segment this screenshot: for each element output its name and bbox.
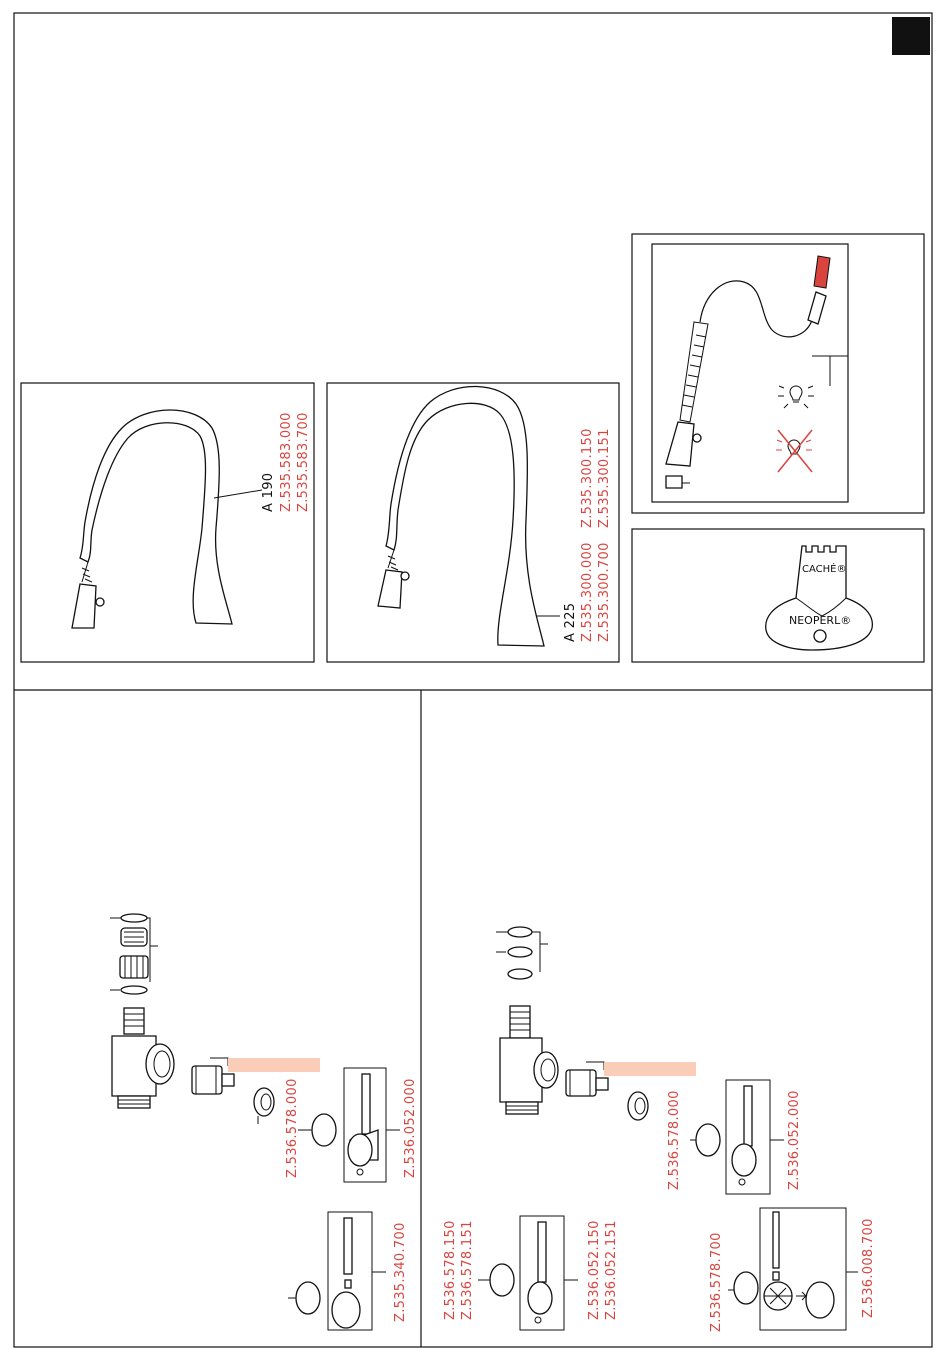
spout-a225-model: A 225	[563, 603, 578, 642]
spout-a190-drawing	[72, 410, 262, 628]
spout-a190-model: A 190	[261, 473, 276, 512]
right-variant-b-handle	[728, 1208, 858, 1330]
right-cartridge-code: Z.536.578.000	[667, 1090, 682, 1190]
left-alt-handle	[288, 1212, 386, 1330]
right-valve-body	[500, 1006, 558, 1114]
spout-a225-code-3: Z.535.300.150	[580, 428, 595, 528]
aerator-key-drawing	[766, 546, 873, 650]
aerator-key-top-text: CACHÉ®	[802, 562, 846, 575]
left-assembly: Z.536.578.000 Z.536.052.000 Z.535.340.70…	[110, 914, 418, 1330]
hose-drawing	[666, 256, 848, 488]
left-lever	[298, 1068, 400, 1182]
left-seal-stack	[110, 914, 158, 994]
spout-a225-code-1: Z.535.300.000	[580, 542, 595, 642]
hose-panel	[632, 234, 924, 513]
left-nut	[254, 1088, 274, 1124]
right-assembly: Z.536.578.000 Z.536.052.000 Z.536.578.15…	[443, 927, 876, 1332]
spout-a190-code-2: Z.535.583.700	[296, 412, 311, 512]
right-variant-b-cartridge-code: Z.536.578.700	[709, 1232, 724, 1332]
right-variant-a-cartridge-code-2: Z.536.578.151	[460, 1220, 475, 1320]
right-variant-b-lever-code: Z.536.008.700	[861, 1218, 876, 1318]
light-bulb-crossed-icon	[776, 430, 812, 472]
right-variant-a-lever-code-2: Z.536.052.151	[604, 1220, 619, 1320]
spout-a225-drawing	[378, 386, 560, 646]
left-alt-handle-code: Z.535.340.700	[393, 1222, 408, 1322]
right-lever-code: Z.536.052.000	[787, 1090, 802, 1190]
right-highlight-bar	[604, 1062, 696, 1076]
right-nut	[628, 1092, 648, 1120]
left-cartridge	[192, 1058, 320, 1094]
spout-a225-code-2: Z.535.300.700	[597, 542, 612, 642]
aerator-key-panel: CACHÉ® NEOPERL®	[632, 529, 924, 662]
right-variant-a-cartridge-code-1: Z.536.578.150	[443, 1220, 458, 1320]
right-lever	[690, 1080, 784, 1194]
spout-a190-panel: A 190 Z.535.583.000 Z.535.583.700	[21, 383, 314, 662]
left-highlight-bar	[228, 1058, 320, 1072]
right-variant-a-handle	[478, 1216, 578, 1330]
right-variant-a-lever-code-1: Z.536.052.150	[587, 1220, 602, 1320]
light-bulb-icon	[778, 386, 814, 408]
spout-a225-code-4: Z.535.300.151	[597, 428, 612, 528]
corner-tab	[892, 17, 930, 55]
left-valve-body	[112, 1008, 174, 1108]
aerator-key-bottom-text: NEOPERL®	[789, 614, 851, 627]
left-cartridge-code: Z.536.578.000	[285, 1078, 300, 1178]
right-seal-stack	[496, 927, 548, 979]
spout-a225-panel: A 225 Z.535.300.000 Z.535.300.700 Z.535.…	[327, 383, 619, 662]
spout-a190-code-1: Z.535.583.000	[279, 412, 294, 512]
left-lever-code: Z.536.052.000	[403, 1078, 418, 1178]
